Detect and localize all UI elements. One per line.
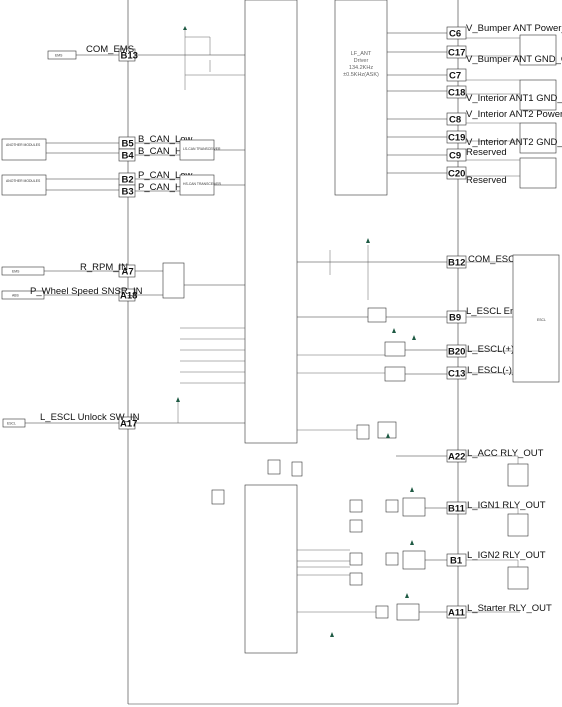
pin-c17-label: V_Bumper ANT GND_OUT [466,54,562,65]
ext-abs-label: ABS [12,294,20,298]
lf-driver-line-2: Driver [354,58,369,64]
pin-c7-id: C7 [449,71,461,82]
pin-c13-id: C13 [448,369,465,380]
antenna-lines [387,32,447,174]
pin-c20-id: C20 [448,169,465,180]
pin-a22-id: A22 [448,452,465,463]
pin-a11-id: A11 [448,608,466,619]
pin-b3-label: P_CAN_High [138,182,195,193]
mcu-inputs [135,327,245,424]
left-external: EMS ANOTHER MODULES ANOTHER MODULES EMS … [1,50,119,428]
pin-b3-id: B3 [122,187,134,198]
pin-c19-id: C19 [448,133,465,144]
transceivers: LS-CAN TRANSCEIVER HS-CAN TRANSCEIVER [135,139,245,196]
pin-a18-label: P_Wheel Speed SNSR_IN [30,286,143,297]
pin-b1-id: B1 [450,556,463,567]
pin-a11-label: L_Starter RLY_OUT [467,603,552,614]
hs-can-label: HS-CAN TRANSCEIVER [183,182,222,186]
pin-b11-id: B11 [448,504,466,515]
pin-a7-label: R_RPM_IN [80,262,128,273]
pin-b2-id: B2 [122,175,134,186]
pin-c20-label: Reserved [466,175,507,186]
pin-b4-label: B_CAN_High [138,146,195,157]
pin-c9-label: Reserved [466,147,507,158]
relay-section: A22 L_ACC RLY_OUT B11 L_IGN1 RLY_OUT B1 … [211,421,552,637]
pin-a17-id: A17 [120,419,137,430]
pin-c6-label: V_Bumper ANT Power_OUT [466,23,562,34]
pin-b5-label: B_CAN_Low [138,134,193,145]
pin-a7-id: A7 [122,267,134,278]
pin-b4-id: B4 [122,151,135,162]
ext-bcan-label: ANOTHER MODULES [6,143,41,147]
lf-driver-line-3: 134.2KHz [349,65,373,71]
pin-c18-id: C18 [448,88,465,99]
ext-escl-label: ESCL [7,422,16,426]
left-pins: B13 COM_EMS B5 B_CAN_Low B4 B_CAN_High B… [30,44,195,430]
right-pins-upper: C6 V_Bumper ANT Power_OUT C17 V_Bumper A… [446,23,562,186]
lf-driver-line-1: LF_ANT [351,51,372,57]
mcu-block [244,0,298,444]
pin-c19-label: V_Interior ANT2 GND_OUT [466,137,562,148]
pin-b20-id: B20 [448,347,465,358]
pin-b1-label: L_IGN2 RLY_OUT [467,550,546,561]
escl-section: B12 COM_ESCL B9 L_ESCL Enable_OUT B20 L_… [297,238,560,383]
antenna-coils [466,34,557,189]
pin-a17-label: L_ESCL Unlock SW_IN [40,412,140,423]
pin-b12-label: COM_ESCL [468,254,520,265]
pin-b13-label: COM_EMS [86,44,134,55]
io-driver-block [244,484,298,654]
lf-driver-line-4: ±0.5KHz(ASK) [343,72,379,78]
pin-a22-label: L_ACC RLY_OUT [467,448,544,459]
ext-rpm-label: EMS [12,270,20,274]
pin-b13-id: B13 [121,51,138,62]
com-ems-circuit [135,26,245,90]
pin-b12-id: B12 [448,258,465,269]
ext-pcan-label: ANOTHER MODULES [6,179,41,183]
lf-ant-driver: LF_ANT Driver 134.2KHz ±0.5KHz(ASK) [334,0,388,196]
pin-b2-label: P_CAN_Low [138,170,193,181]
pin-c13-label: L_ESCL(-)_OUT [467,365,537,376]
pin-c6-id: C6 [449,29,461,40]
pin-c9-id: C9 [449,151,461,162]
pin-b20-label: L_ESCL(+)_OUT [467,344,540,355]
escl-box-label: ESCL [537,318,546,322]
pin-b11-label: L_IGN1 RLY_OUT [467,500,546,511]
pin-b5-id: B5 [122,139,135,150]
ls-can-label: LS-CAN TRANSCEIVER [183,147,221,151]
pin-b9-id: B9 [449,313,461,324]
pin-c8-label: V_Interior ANT2 Power_OUT [466,109,562,120]
pin-a18-id: A18 [120,291,137,302]
rpm-filter [135,262,245,299]
pin-b9-label: L_ESCL Enable_OUT [466,306,559,317]
pin-c17-id: C17 [448,48,465,59]
pin-c18-label: V_Interior ANT1 GND_OUT [466,93,562,104]
ext-ems-label: EMS [55,54,63,58]
pin-c8-id: C8 [449,115,461,126]
